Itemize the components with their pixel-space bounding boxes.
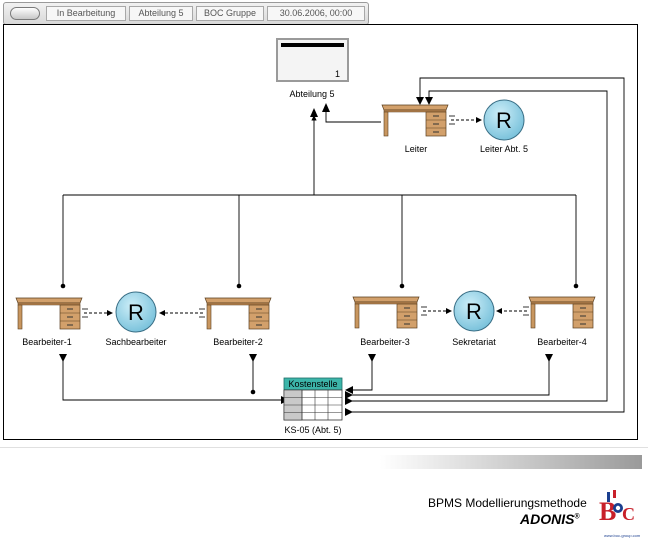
bearbeiter-2-label: Bearbeiter-2	[213, 337, 263, 347]
svg-text:B: B	[599, 497, 616, 526]
group-field[interactable]: BOC Gruppe	[196, 6, 264, 21]
role-letter: R	[128, 300, 144, 325]
desk-bearbeiter-1[interactable]	[15, 297, 83, 330]
sachbearbeiter-label: Sachbearbeiter	[105, 337, 166, 347]
diagram-canvas	[3, 24, 638, 440]
method-title: BPMS Modellierungsmethode	[428, 496, 587, 510]
product-name: ADONIS®	[520, 511, 580, 527]
sekretariat-label: Sekretariat	[452, 337, 496, 347]
date-field[interactable]: 30.06.2006, 00:00	[267, 6, 365, 21]
desk-leiter[interactable]	[381, 104, 449, 137]
b1-cost-link	[62, 360, 281, 401]
footer-divider	[0, 447, 648, 448]
bearbeiter-3-label: Bearbeiter-3	[360, 337, 410, 347]
bearbeiter-4-label: Bearbeiter-4	[537, 337, 587, 347]
org-unit-abteilung-5[interactable]: 1	[276, 38, 349, 82]
desk-bearbeiter-2[interactable]	[204, 297, 272, 330]
svg-text:C: C	[622, 504, 635, 524]
inner-loop-connector	[350, 90, 608, 402]
cost-center-ks-05[interactable]: Kostenstelle	[283, 377, 343, 421]
toolbar: In Bearbeitung Abteilung 5 BOC Gruppe 30…	[3, 2, 369, 25]
outer-loop-connector	[350, 77, 625, 413]
leiter-role-label: Leiter Abt. 5	[480, 144, 528, 154]
desk-bearbeiter-4[interactable]	[528, 296, 596, 329]
cost-center-label: KS-05 (Abt. 5)	[284, 425, 341, 435]
bearbeiter-1-label: Bearbeiter-1	[22, 337, 72, 347]
footer-band	[380, 455, 642, 469]
role-leiter-abt-5[interactable]: R	[483, 99, 525, 141]
logo-url: www.boc-group.com	[604, 533, 641, 538]
role-sekretariat[interactable]: R	[453, 290, 495, 332]
leiter-to-unit-connector	[325, 112, 381, 123]
role-sachbearbeiter[interactable]: R	[115, 291, 157, 333]
leiter-label: Leiter	[405, 144, 428, 154]
role-letter: R	[466, 299, 482, 324]
desk-bearbeiter-3[interactable]	[352, 296, 420, 329]
org-unit-index: 1	[335, 69, 340, 79]
cost-center-header: Kostenstelle	[288, 379, 337, 389]
org-unit-label: Abteilung 5	[289, 89, 334, 99]
unit-field[interactable]: Abteilung 5	[129, 6, 193, 21]
toolbar-toggle-button[interactable]	[10, 7, 40, 20]
b3-cost-link	[346, 360, 373, 391]
status-field[interactable]: In Bearbeitung	[46, 6, 126, 21]
role-letter: R	[496, 108, 512, 133]
boc-logo-icon: B C	[599, 490, 635, 526]
b4-cost-link	[350, 360, 550, 396]
